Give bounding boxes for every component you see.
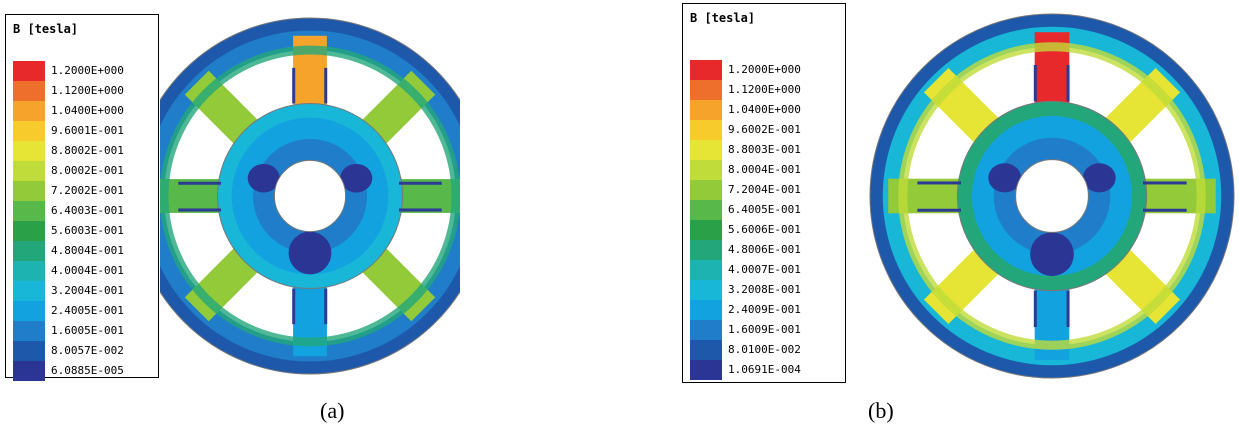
legend-value: 4.8006E-001 xyxy=(728,243,801,256)
legend-swatch xyxy=(690,320,722,340)
stator-tooth xyxy=(923,67,1000,144)
magnet-bar xyxy=(1066,64,1070,102)
legend-value: 8.0002E-001 xyxy=(51,164,124,177)
legend-swatch xyxy=(13,141,45,161)
magnet-bar xyxy=(917,208,961,212)
legend-title: B [tesla] xyxy=(13,22,79,36)
magnet-bar xyxy=(324,67,328,104)
stator-tooth xyxy=(360,70,436,146)
panel-a: B [tesla] 1.2000E+000 1.1200E+000 1.0400E+… xyxy=(5,14,460,423)
legend-swatch xyxy=(690,260,722,280)
magnet-bar xyxy=(1143,208,1187,212)
legend-swatch xyxy=(690,80,722,100)
legend-swatch xyxy=(13,341,45,361)
legend-value: 6.4003E-001 xyxy=(51,204,124,217)
legend-swatch xyxy=(690,180,722,200)
legend-value: 8.0004E-001 xyxy=(728,163,801,176)
stator-tooth xyxy=(360,246,436,322)
magnet-bar xyxy=(399,208,442,212)
flux-density-plot xyxy=(160,17,460,375)
legend-value: 1.0400E+000 xyxy=(728,103,801,116)
legend-value: 8.8002E-001 xyxy=(51,144,124,157)
legend-swatch xyxy=(690,200,722,220)
magnet-bar xyxy=(1066,290,1070,328)
legend-value: 1.6009E-001 xyxy=(728,323,801,336)
magnet-bar xyxy=(399,181,442,185)
legend-value: 8.8003E-001 xyxy=(728,143,801,156)
caption: (b) xyxy=(868,398,894,423)
legend-swatch xyxy=(690,60,722,80)
magnet-bar xyxy=(178,208,221,212)
legend-swatch xyxy=(690,300,722,320)
legend: B [tesla] 1.2000E+000 1.1200E+000 1.0400E+… xyxy=(682,3,846,383)
legend-swatch xyxy=(690,280,722,300)
magnet-bar xyxy=(1033,290,1037,328)
legend-swatch xyxy=(13,61,45,81)
legend-value: 4.0004E-001 xyxy=(51,264,124,277)
magnet-bar xyxy=(917,181,961,185)
stator-tooth xyxy=(184,70,260,146)
legend-swatch xyxy=(690,220,722,240)
legend-swatch xyxy=(690,140,722,160)
legend-swatch xyxy=(13,241,45,261)
legend-value: 1.0691E-004 xyxy=(728,363,801,376)
legend-value: 8.0100E-002 xyxy=(728,343,801,356)
magnet-bar xyxy=(1033,64,1037,102)
legend-swatch xyxy=(690,360,722,380)
legend-swatch xyxy=(13,321,45,341)
stator-tooth xyxy=(1104,248,1181,325)
legend-swatch xyxy=(13,81,45,101)
legend-value: 5.6003E-001 xyxy=(51,224,124,237)
legend-value: 4.8004E-001 xyxy=(51,244,124,257)
legend-value: 1.0400E+000 xyxy=(51,104,124,117)
legend-value: 1.6005E-001 xyxy=(51,324,124,337)
legend-value: 7.2002E-001 xyxy=(51,184,124,197)
stator-tooth xyxy=(184,246,260,322)
legend-value: 2.4005E-001 xyxy=(51,304,124,317)
legend-swatch xyxy=(13,281,45,301)
legend-value: 4.0007E-001 xyxy=(728,263,801,276)
caption: (a) xyxy=(320,398,345,423)
legend-value: 7.2004E-001 xyxy=(728,183,801,196)
legend-value: 6.4005E-001 xyxy=(728,203,801,216)
legend-value: 5.6006E-001 xyxy=(728,223,801,236)
legend-swatch xyxy=(13,301,45,321)
magnet-bar xyxy=(178,181,221,185)
legend-value: 8.0057E-002 xyxy=(51,344,124,357)
magnet-bar xyxy=(1143,181,1187,185)
legend-swatch xyxy=(690,160,722,180)
legend-swatch xyxy=(13,121,45,141)
legend-value: 6.0885E-005 xyxy=(51,364,124,377)
legend-swatch xyxy=(13,361,45,381)
legend-swatch xyxy=(690,100,722,120)
legend-title: B [tesla] xyxy=(690,11,756,25)
legend-value: 3.2008E-001 xyxy=(728,283,801,296)
flux-density-plot xyxy=(869,13,1235,379)
stator-tooth xyxy=(923,248,1000,325)
legend-value: 3.2004E-001 xyxy=(51,284,124,297)
panel-b: B [tesla] 1.2000E+000 1.1200E+000 1.0400E+… xyxy=(620,0,1239,438)
legend-value: 1.2000E+000 xyxy=(728,63,801,76)
legend-value: 9.6002E-001 xyxy=(728,123,801,136)
legend-value: 1.1200E+000 xyxy=(51,84,124,97)
legend-swatch xyxy=(13,161,45,181)
legend-value: 1.2000E+000 xyxy=(51,64,124,77)
legend-value: 2.4009E-001 xyxy=(728,303,801,316)
legend-swatch xyxy=(13,181,45,201)
magnet-bar xyxy=(292,288,296,325)
legend-value: 1.1200E+000 xyxy=(728,83,801,96)
legend: B [tesla] 1.2000E+000 1.1200E+000 1.0400E+… xyxy=(5,14,159,381)
stator-tooth xyxy=(1104,67,1181,144)
legend-swatch xyxy=(13,261,45,281)
magnet-bar xyxy=(292,67,296,104)
legend-swatch xyxy=(13,201,45,221)
legend-value: 9.6001E-001 xyxy=(51,124,124,137)
legend-swatch xyxy=(690,240,722,260)
legend-swatch xyxy=(690,340,722,360)
magnet-bar xyxy=(324,288,328,325)
legend-swatch xyxy=(13,221,45,241)
legend-swatch xyxy=(690,120,722,140)
legend-swatch xyxy=(13,101,45,121)
